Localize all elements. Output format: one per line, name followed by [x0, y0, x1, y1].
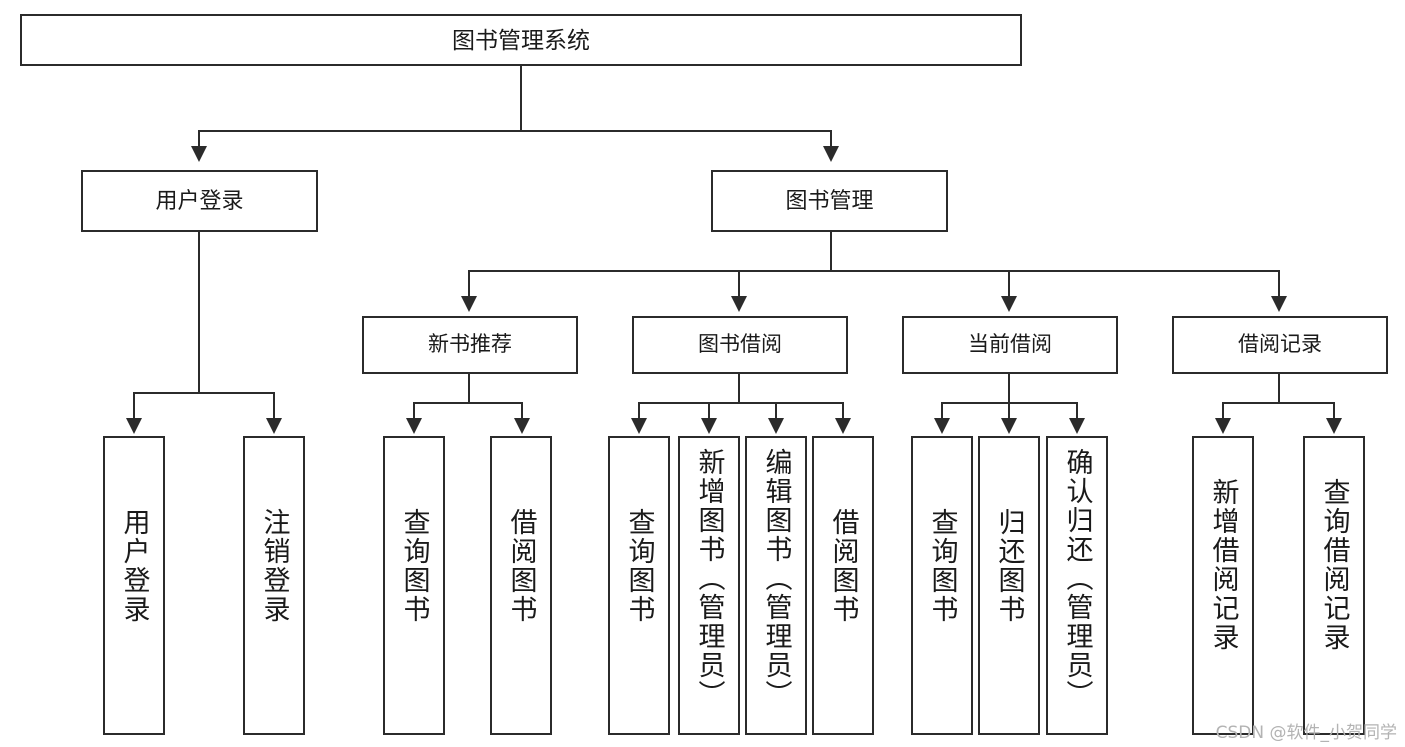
node-label: 查询图书: [927, 508, 958, 624]
connector-user-login-bus: [133, 392, 275, 394]
connector-book-manage-to-record: [1278, 270, 1280, 298]
leaf-user-login-1[interactable]: 用户登录: [103, 436, 165, 735]
node-label: 编辑图书（管理员）: [761, 448, 792, 709]
connector-user-login-stem: [198, 232, 200, 392]
connector-current-to-leaf-1: [941, 402, 943, 420]
connector-user-login-to-leaf-1: [133, 392, 135, 420]
node-label: 借阅图书: [828, 508, 859, 624]
node-book-borrow[interactable]: 图书借阅: [632, 316, 848, 374]
connector-record-stem: [1278, 374, 1280, 402]
connector-borrow-stem: [738, 374, 740, 402]
node-label: 图书借阅: [698, 332, 782, 356]
watermark: CSDN @软件_小贺同学: [1215, 723, 1397, 743]
leaf-book-borrow-1[interactable]: 查询图书: [608, 436, 670, 735]
connector-borrow-to-leaf-4: [842, 402, 844, 420]
connector-user-login-to-leaf-2: [273, 392, 275, 420]
node-label: 归还图书: [994, 508, 1025, 624]
arrowhead-borrow-leaf-3: [768, 418, 784, 434]
connector-borrow-bus: [638, 402, 844, 404]
arrowhead-root-to-book-manage: [823, 146, 839, 162]
connector-book-manage-bus: [468, 270, 1280, 272]
connector-root-bus: [198, 130, 832, 132]
connector-root-stem: [520, 66, 522, 130]
node-label: 借阅图书: [506, 508, 537, 624]
leaf-new-book-2[interactable]: 借阅图书: [490, 436, 552, 735]
node-label: 新书推荐: [428, 332, 512, 356]
connector-record-to-leaf-1: [1222, 402, 1224, 420]
connector-root-to-user-login: [198, 130, 200, 148]
connector-record-bus: [1222, 402, 1335, 404]
arrowhead-book-manage-borrow: [731, 296, 747, 312]
arrowhead-current-leaf-1: [934, 418, 950, 434]
node-label: 图书管理: [785, 188, 874, 214]
connector-root-to-book-manage: [830, 130, 832, 148]
node-label: 确认归还（管理员）: [1062, 448, 1093, 709]
connector-book-manage-to-newbook: [468, 270, 470, 298]
arrowhead-book-manage-newbook: [461, 296, 477, 312]
node-book-manage[interactable]: 图书管理: [711, 170, 948, 232]
connector-newbook-stem: [468, 374, 470, 402]
leaf-book-borrow-3[interactable]: 编辑图书（管理员）: [745, 436, 807, 735]
leaf-current-borrow-3[interactable]: 确认归还（管理员）: [1046, 436, 1108, 735]
node-label: 图书管理系统: [452, 26, 590, 53]
node-user-login[interactable]: 用户登录: [81, 170, 318, 232]
node-label: 查询借阅记录: [1319, 478, 1350, 652]
leaf-borrow-record-1[interactable]: 新增借阅记录: [1192, 436, 1254, 735]
node-label: 查询图书: [399, 508, 430, 624]
leaf-user-login-2[interactable]: 注销登录: [243, 436, 305, 735]
connector-borrow-to-leaf-1: [638, 402, 640, 420]
node-current-borrow[interactable]: 当前借阅: [902, 316, 1118, 374]
connector-newbook-to-leaf-1: [413, 402, 415, 420]
connector-current-to-leaf-3: [1076, 402, 1078, 420]
connector-current-to-leaf-2: [1008, 402, 1010, 420]
node-root-system[interactable]: 图书管理系统: [20, 14, 1022, 66]
node-label: 借阅记录: [1238, 332, 1322, 356]
leaf-book-borrow-2[interactable]: 新增图书（管理员）: [678, 436, 740, 735]
node-label: 当前借阅: [968, 332, 1052, 356]
arrowhead-borrow-leaf-2: [701, 418, 717, 434]
leaf-current-borrow-1[interactable]: 查询图书: [911, 436, 973, 735]
arrowhead-newbook-leaf-1: [406, 418, 422, 434]
connector-borrow-to-leaf-3: [775, 402, 777, 420]
arrowhead-user-login-leaf-2: [266, 418, 282, 434]
connector-current-stem: [1008, 374, 1010, 402]
arrowhead-record-leaf-2: [1326, 418, 1342, 434]
connector-book-manage-to-borrow: [738, 270, 740, 298]
connector-borrow-to-leaf-2: [708, 402, 710, 420]
node-new-book-recommend[interactable]: 新书推荐: [362, 316, 578, 374]
node-label: 用户登录: [119, 508, 150, 624]
leaf-borrow-record-2[interactable]: 查询借阅记录: [1303, 436, 1365, 735]
arrowhead-borrow-leaf-1: [631, 418, 647, 434]
connector-book-manage-to-current: [1008, 270, 1010, 298]
arrowhead-current-leaf-2: [1001, 418, 1017, 434]
node-label: 新增借阅记录: [1208, 478, 1239, 652]
arrowhead-newbook-leaf-2: [514, 418, 530, 434]
leaf-book-borrow-4[interactable]: 借阅图书: [812, 436, 874, 735]
arrowhead-current-leaf-3: [1069, 418, 1085, 434]
arrowhead-user-login-leaf-1: [126, 418, 142, 434]
arrowhead-book-manage-current: [1001, 296, 1017, 312]
node-label: 新增图书（管理员）: [694, 448, 725, 709]
connector-newbook-bus: [413, 402, 523, 404]
leaf-current-borrow-2[interactable]: 归还图书: [978, 436, 1040, 735]
node-borrow-record[interactable]: 借阅记录: [1172, 316, 1388, 374]
leaf-new-book-1[interactable]: 查询图书: [383, 436, 445, 735]
arrowhead-root-to-user-login: [191, 146, 207, 162]
connector-book-manage-stem: [830, 232, 832, 270]
connector-newbook-to-leaf-2: [521, 402, 523, 420]
node-label: 注销登录: [259, 508, 290, 624]
arrowhead-book-manage-record: [1271, 296, 1287, 312]
arrowhead-borrow-leaf-4: [835, 418, 851, 434]
node-label: 查询图书: [624, 508, 655, 624]
node-label: 用户登录: [155, 188, 244, 214]
arrowhead-record-leaf-1: [1215, 418, 1231, 434]
connector-record-to-leaf-2: [1333, 402, 1335, 420]
